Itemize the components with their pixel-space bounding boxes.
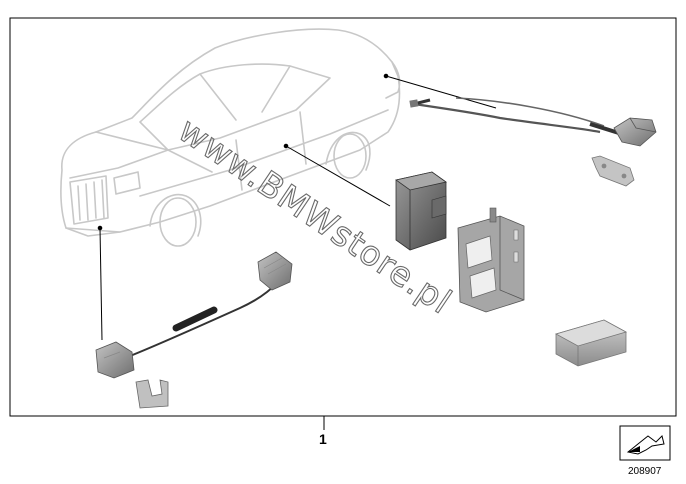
callout-number: 1 xyxy=(319,431,327,447)
mounting-bracket-part xyxy=(457,207,525,313)
reference-number: 208907 xyxy=(628,466,662,477)
arrow-down-left-icon[interactable] xyxy=(619,425,671,461)
clip-part xyxy=(135,379,169,409)
diagram-frame xyxy=(9,17,677,417)
control-module-part xyxy=(395,171,447,251)
small-box-part xyxy=(554,319,628,367)
bracket-small-part xyxy=(591,155,635,187)
car-outline xyxy=(60,28,401,247)
antenna-cable-part xyxy=(409,97,657,147)
leader-lines xyxy=(97,73,497,430)
wiring-harness-part xyxy=(95,251,293,379)
